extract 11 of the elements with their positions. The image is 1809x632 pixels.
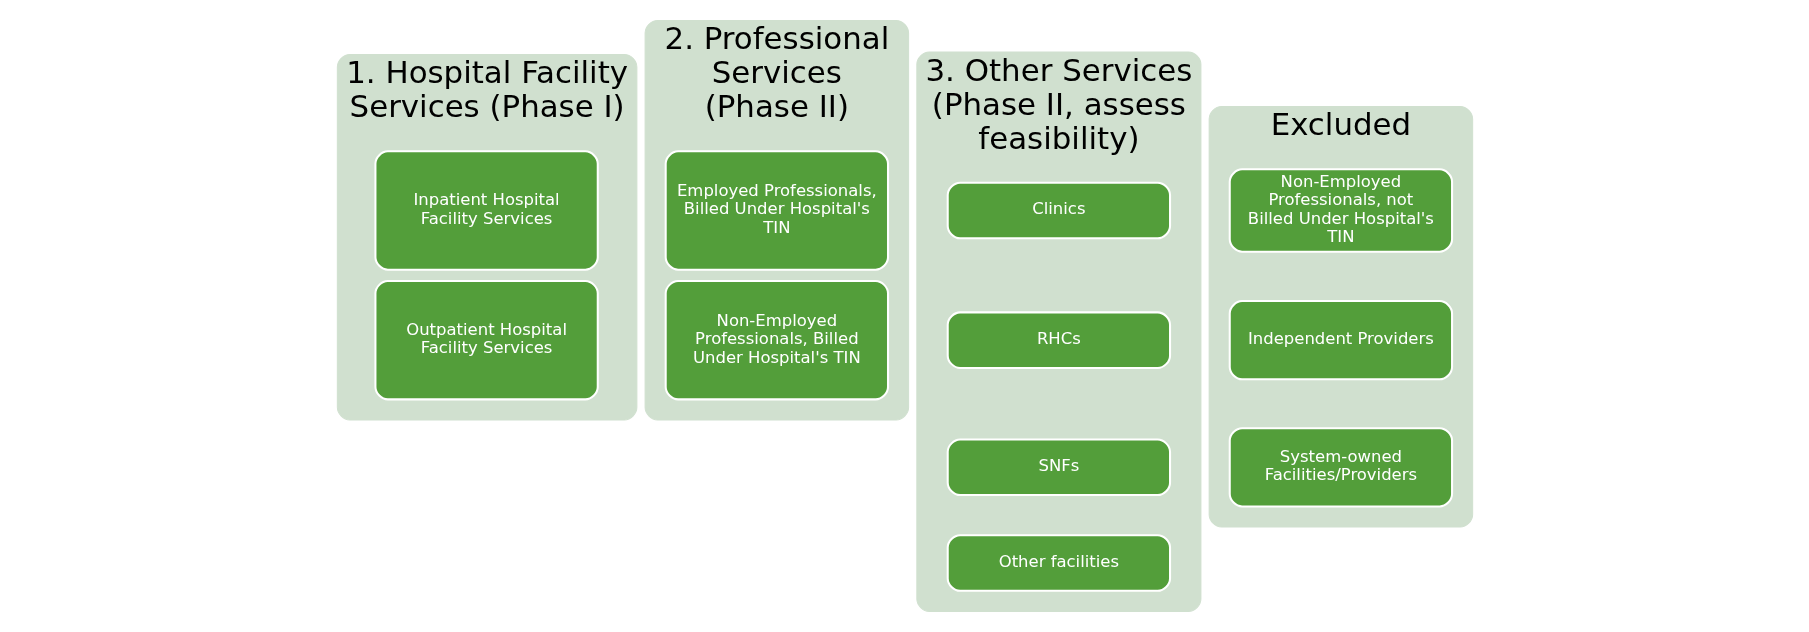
node-box: Non-Employed Professionals, not Billed Under Hospital's TIN xyxy=(1228,168,1453,253)
node-box: Employed Professionals, Billed Under Hospital's TIN xyxy=(664,150,889,271)
node-box: Independent Providers xyxy=(1228,300,1453,381)
node-box: System-owned Facilities/Providers xyxy=(1228,427,1453,508)
node-box: SNFs xyxy=(946,438,1171,497)
node-box: Non-Employed Professionals, Billed Under Hospital's TIN xyxy=(664,279,889,401)
node-box: Inpatient Hospital Facility Services xyxy=(373,150,599,271)
node-box: Clinics xyxy=(946,181,1171,240)
node-box: Other facilities xyxy=(946,534,1171,592)
node-box: RHCs xyxy=(946,311,1171,369)
node-box: Outpatient Hospital Facility Services xyxy=(373,279,599,401)
